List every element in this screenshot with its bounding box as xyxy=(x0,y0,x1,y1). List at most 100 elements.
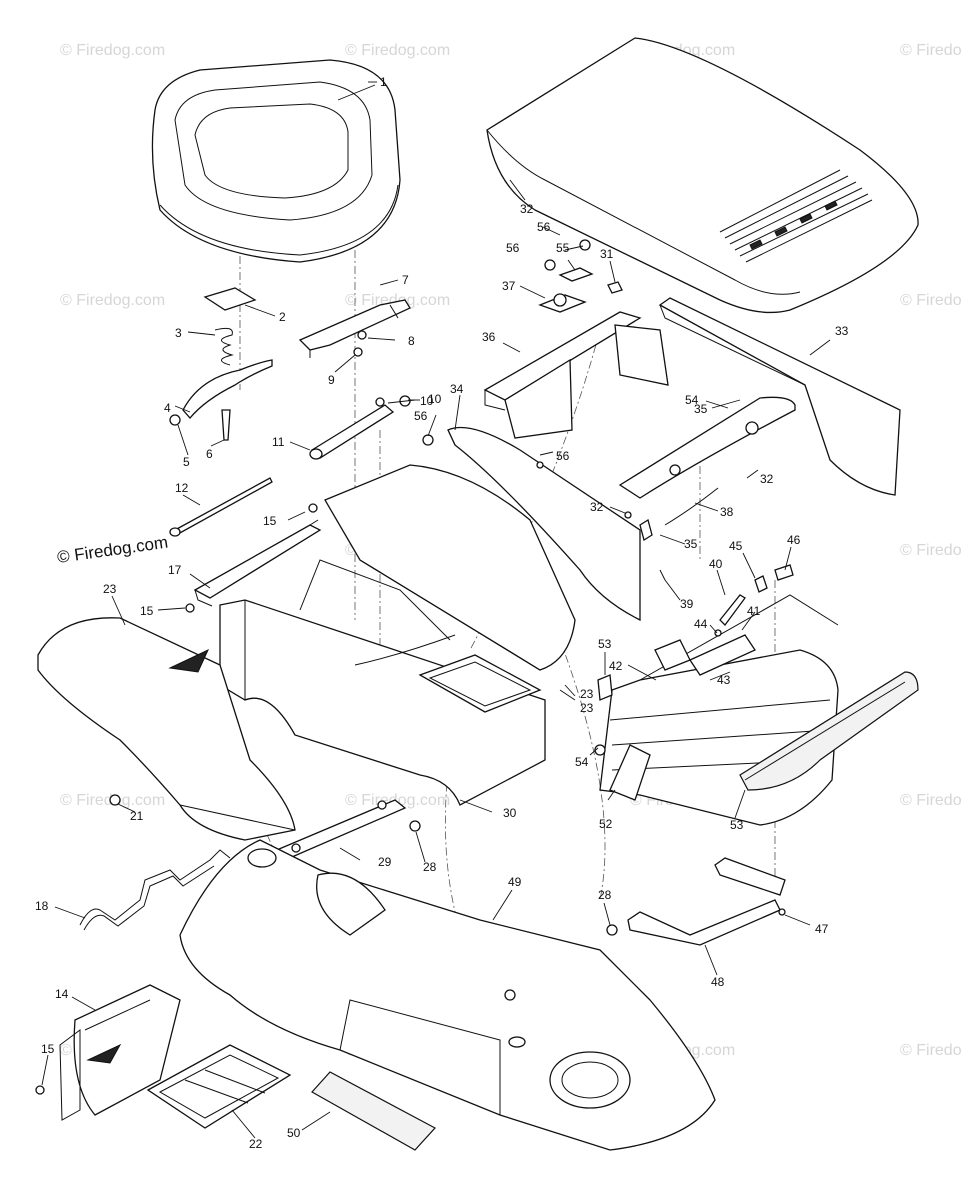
label-50: 50 xyxy=(287,1126,301,1140)
label-3: 3 xyxy=(175,326,182,340)
switch-plate xyxy=(538,239,623,313)
label-28a: 28 xyxy=(423,860,437,874)
label-31: 31 xyxy=(600,247,614,261)
watermark: © Firedog.com xyxy=(345,792,450,809)
label-53a: 53 xyxy=(598,637,612,651)
tray-22 xyxy=(146,1044,292,1129)
label-52: 52 xyxy=(599,817,613,831)
label-15c: 15 xyxy=(41,1042,55,1056)
label-49: 49 xyxy=(508,875,522,889)
label-53b: 53 xyxy=(730,818,744,832)
label-1: 1 xyxy=(380,75,387,89)
leader-lines xyxy=(41,81,831,1139)
label-12: 12 xyxy=(175,481,189,495)
label-36: 36 xyxy=(482,330,496,344)
bracket-48 xyxy=(627,857,786,946)
rod-18 xyxy=(79,849,231,931)
watermark-dark: © Firedog.com xyxy=(56,533,169,567)
label-4: 4 xyxy=(164,401,171,415)
label-6: 6 xyxy=(206,447,213,461)
label-39: 39 xyxy=(680,597,694,611)
label-43: 43 xyxy=(717,673,731,687)
label-22: 22 xyxy=(249,1137,263,1151)
label-32b: 32 xyxy=(760,472,774,486)
seat-bracket xyxy=(298,299,411,358)
dash-panel xyxy=(483,311,669,439)
label-28b: 28 xyxy=(598,888,612,902)
label-37: 37 xyxy=(502,279,516,293)
fasteners xyxy=(35,434,786,1095)
seat xyxy=(151,59,401,263)
hood xyxy=(486,37,919,314)
label-42: 42 xyxy=(609,659,623,673)
hardware-group xyxy=(597,564,794,701)
label-17: 17 xyxy=(168,563,182,577)
label-8: 8 xyxy=(408,334,415,348)
label-35a: 35 xyxy=(694,402,708,416)
side-panel-34 xyxy=(447,426,641,622)
label-32c: 32 xyxy=(590,500,604,514)
label-40: 40 xyxy=(709,557,723,571)
label-5: 5 xyxy=(183,455,190,469)
label-47: 47 xyxy=(815,922,829,936)
fender-center xyxy=(324,464,576,671)
label-56d: 56 xyxy=(556,449,570,463)
label-15b: 15 xyxy=(140,604,154,618)
label-10a: 10 xyxy=(420,394,434,408)
label-21: 21 xyxy=(130,809,144,823)
label-56b: 56 xyxy=(506,241,520,255)
grille-panel-32 xyxy=(618,396,796,499)
label-15a: 15 xyxy=(263,514,277,528)
label-10b: 10 xyxy=(428,392,442,406)
watermark: © Firedog.com xyxy=(345,292,450,309)
label-18: 18 xyxy=(35,899,49,913)
watermark: © Firedog.com xyxy=(900,42,962,59)
label-46: 46 xyxy=(787,533,801,547)
fender-left-23 xyxy=(37,617,296,841)
label-23c: 23 xyxy=(580,701,594,715)
label-35b: 35 xyxy=(684,537,698,551)
label-2: 2 xyxy=(279,310,286,324)
part-labels: 1 2 3 4 5 6 7 8 9 10 10 11 12 14 15 15 1… xyxy=(35,75,849,1151)
rear-frame-30 xyxy=(219,559,546,806)
label-14: 14 xyxy=(55,987,69,1001)
label-56a: 56 xyxy=(537,220,551,234)
plate-50 xyxy=(311,1071,436,1151)
support-bracket xyxy=(185,503,322,613)
label-34: 34 xyxy=(450,382,464,396)
label-54b: 54 xyxy=(575,755,589,769)
label-41: 41 xyxy=(747,604,761,618)
label-56c: 56 xyxy=(414,409,428,423)
watermark: © Firedog.com xyxy=(900,292,962,309)
label-7: 7 xyxy=(402,273,409,287)
label-23a: 23 xyxy=(103,582,117,596)
label-30: 30 xyxy=(503,806,517,820)
label-29: 29 xyxy=(378,855,392,869)
side-panel-33 xyxy=(658,297,901,496)
label-44: 44 xyxy=(694,617,708,631)
watermark: © Firedog.com xyxy=(900,792,962,809)
label-48: 48 xyxy=(711,975,725,989)
watermark: © Firedog.com xyxy=(60,42,165,59)
watermark: © Firedog.com xyxy=(900,1042,962,1059)
label-23b: 23 xyxy=(580,687,594,701)
label-55: 55 xyxy=(556,241,570,255)
label-33: 33 xyxy=(835,324,849,338)
bumper-53 xyxy=(739,671,919,791)
rear-cover-14 xyxy=(59,984,181,1121)
label-45: 45 xyxy=(729,539,743,553)
label-11: 11 xyxy=(272,435,285,449)
watermark: © Firedog.com xyxy=(900,542,962,559)
wire-harness xyxy=(624,487,719,542)
watermark: © Firedog.com xyxy=(345,42,450,59)
label-54a: 54 xyxy=(685,393,699,407)
pivot-rod xyxy=(309,395,411,460)
label-9: 9 xyxy=(328,373,335,387)
label-38: 38 xyxy=(720,505,734,519)
hood-vents xyxy=(719,169,873,263)
watermark: © Firedog.com xyxy=(60,292,165,309)
seat-mount xyxy=(169,287,273,441)
label-32a: 32 xyxy=(520,202,534,216)
rod xyxy=(169,477,273,537)
